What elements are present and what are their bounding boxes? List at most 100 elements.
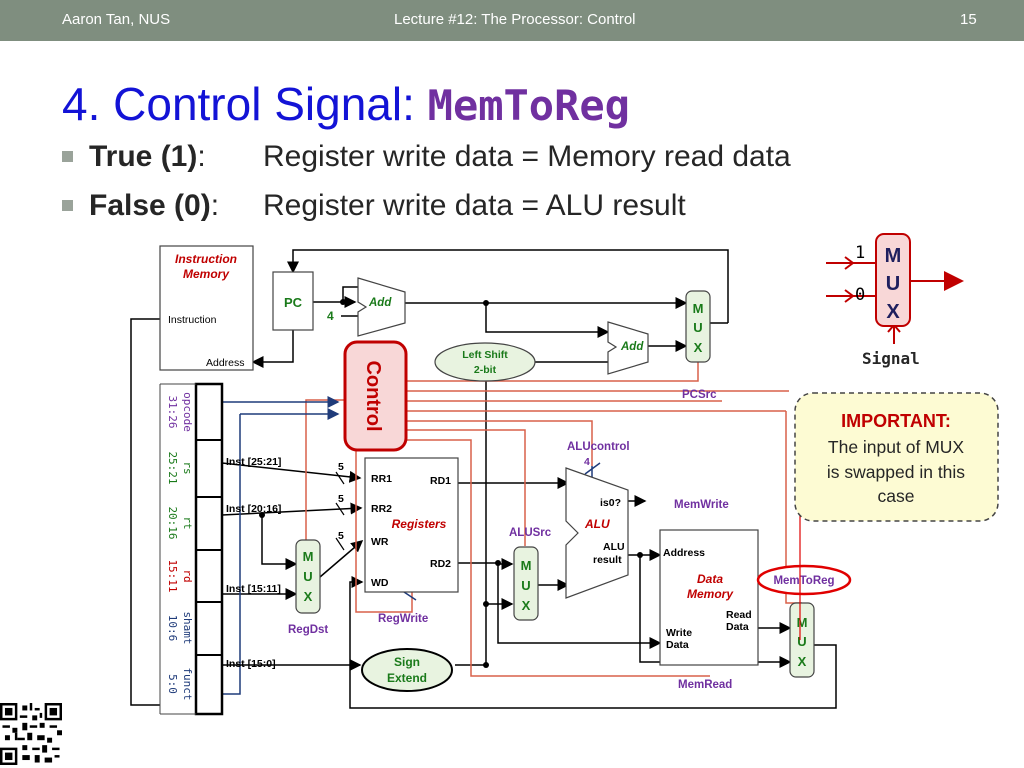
left-shift-label2: 2-bit bbox=[474, 364, 497, 376]
callout-line2: is swapped in this bbox=[827, 462, 965, 482]
register-rr2-label: RR2 bbox=[371, 503, 392, 515]
memtoreg-mux-letter-x: X bbox=[798, 654, 807, 669]
field-name-shamt: shamt bbox=[181, 611, 194, 644]
register-wr-label: WR bbox=[371, 536, 389, 548]
data-memory-read-label1: Read bbox=[726, 609, 752, 621]
pc-adder-label: Add bbox=[368, 297, 392, 309]
data-memory-write-label1: Write bbox=[666, 627, 692, 639]
memtoreg-mux: M U X bbox=[789, 602, 815, 678]
legend-mux-letter-m: M bbox=[885, 245, 902, 267]
data-memory: Address Read Data Write Data Data Memory bbox=[659, 529, 759, 666]
callout-line3: case bbox=[878, 486, 915, 506]
bullet-true-sep: : bbox=[197, 140, 206, 173]
bus-width-wr: 5 bbox=[338, 530, 344, 542]
data-memory-read-label2: Data bbox=[726, 621, 749, 633]
bullet-true-label: True (1) bbox=[89, 140, 198, 173]
memtoreg-label: MemToReg bbox=[773, 575, 834, 587]
control-wires bbox=[305, 362, 802, 677]
alucontrol-width-label: 4 bbox=[584, 456, 590, 468]
instruction-memory-title2: Memory bbox=[183, 267, 230, 281]
bullet-false-desc: Register write data = ALU result bbox=[263, 189, 686, 222]
legend-mux-signal-label: Signal bbox=[862, 349, 920, 368]
regwrite-label: RegWrite bbox=[378, 613, 428, 625]
field-name-rs: rs bbox=[181, 461, 194, 474]
wire-junctions bbox=[259, 299, 643, 668]
alu-result-label1: ALU bbox=[603, 541, 625, 553]
pcsrc-mux: M U X bbox=[685, 290, 711, 363]
alusrc-mux-letter-x: X bbox=[522, 598, 531, 613]
pcsrc-label: PCSrc bbox=[682, 389, 717, 401]
field-bits-rs: 25:21 bbox=[166, 451, 179, 484]
branch-adder-label: Add bbox=[620, 341, 644, 353]
data-memory-address-label: Address bbox=[663, 547, 705, 559]
control-label: Control bbox=[362, 360, 384, 431]
register-rd2-label: RD2 bbox=[430, 558, 451, 570]
branch-adder: Add bbox=[607, 321, 649, 375]
opcode-to-control-wires bbox=[222, 396, 340, 695]
bullet-false-sep: : bbox=[210, 189, 220, 222]
legend-mux-letter-x: X bbox=[886, 301, 900, 323]
alu-zero-label: is0? bbox=[600, 497, 621, 509]
regdst-mux: M U X bbox=[295, 539, 321, 614]
pc-register: PC bbox=[272, 271, 314, 331]
register-file-title: Registers bbox=[392, 517, 447, 531]
header-lecture-title: Lecture #12: The Processor: Control bbox=[394, 11, 636, 28]
instruction-fields bbox=[159, 382, 224, 716]
memtoreg-mux-letter-u: U bbox=[797, 634, 806, 649]
pcsrc-mux-letter-u: U bbox=[693, 320, 702, 335]
constant-four-label: 4 bbox=[327, 309, 334, 323]
bus-width-ticks bbox=[335, 471, 345, 551]
alu-control-wire bbox=[403, 462, 601, 601]
important-callout: IMPORTANT: The input of MUX is swapped i… bbox=[794, 392, 999, 640]
alu-title: ALU bbox=[584, 517, 610, 531]
legend-mux-letter-u: U bbox=[886, 273, 900, 295]
alusrc-mux-letter-u: U bbox=[521, 578, 530, 593]
inst-25-21-label: Inst [25:21] bbox=[226, 456, 281, 468]
instruction-bus-labels: Inst [25:21] Inst [20:16] Inst [15:11] I… bbox=[226, 456, 344, 670]
bus-width-rr1: 5 bbox=[338, 461, 344, 473]
inst-20-16-label: Inst [20:16] bbox=[226, 503, 281, 515]
callout-heading: IMPORTANT: bbox=[841, 411, 951, 431]
legend-mux: M U X 1 0 Signal bbox=[826, 233, 964, 368]
slide-title-signal: MemToReg bbox=[427, 81, 630, 130]
header-author: Aaron Tan, NUS bbox=[62, 11, 171, 28]
slide-title-prefix: 4. Control Signal: bbox=[62, 78, 428, 130]
pc-label: PC bbox=[284, 295, 303, 310]
sign-extend-unit: Sign Extend bbox=[361, 648, 453, 692]
bus-width-rr2: 5 bbox=[338, 493, 344, 505]
control-unit: Control bbox=[343, 340, 408, 452]
slide-header: Aaron Tan, NUS Lecture #12: The Processo… bbox=[0, 0, 1024, 41]
bullet-true-desc: Register write data = Memory read data bbox=[263, 140, 791, 173]
register-rd1-label: RD1 bbox=[430, 475, 451, 487]
regdst-mux-letter-m: M bbox=[303, 549, 314, 564]
instruction-field-labels: opcode 31:26 rs 25:21 rt 20:16 rd 15:11 … bbox=[166, 392, 194, 700]
register-rr1-label: RR1 bbox=[371, 473, 392, 485]
legend-mux-input-0: 0 bbox=[855, 285, 865, 305]
memread-label: MemRead bbox=[678, 679, 732, 691]
alucontrol-label: ALUcontrol bbox=[567, 441, 630, 453]
alu-result-label2: result bbox=[593, 554, 622, 566]
bullet-true: True (1): Register write data = Memory r… bbox=[62, 140, 791, 174]
field-bits-rd: 15:11 bbox=[166, 559, 179, 592]
left-shift-unit: Left Shift 2-bit bbox=[434, 342, 536, 382]
sign-extend-label2: Extend bbox=[387, 671, 427, 685]
instruction-memory-output-label: Instruction bbox=[168, 314, 217, 326]
sign-extend-label1: Sign bbox=[394, 655, 420, 669]
callout-line1: The input of MUX bbox=[828, 437, 964, 457]
instruction-memory: Instruction Memory Instruction Address bbox=[159, 245, 254, 371]
regdst-label: RegDst bbox=[288, 624, 328, 636]
legend-mux-input-1: 1 bbox=[855, 243, 865, 263]
field-name-rt: rt bbox=[181, 516, 194, 529]
field-name-opcode: opcode bbox=[181, 392, 194, 432]
instruction-memory-address-label: Address bbox=[206, 357, 245, 369]
memtoreg-label-group: MemToReg bbox=[756, 564, 852, 596]
bullet-marker-icon bbox=[62, 151, 73, 162]
left-shift-label1: Left Shift bbox=[462, 349, 508, 361]
alu: is0? ALU ALU result bbox=[565, 467, 629, 599]
bullet-false-label: False (0) bbox=[89, 189, 211, 222]
alusrc-label: ALUSrc bbox=[509, 527, 552, 539]
alusrc-mux: M U X bbox=[513, 546, 539, 621]
regdst-mux-letter-u: U bbox=[303, 569, 312, 584]
inst-15-0-label: Inst [15:0] bbox=[226, 658, 276, 670]
